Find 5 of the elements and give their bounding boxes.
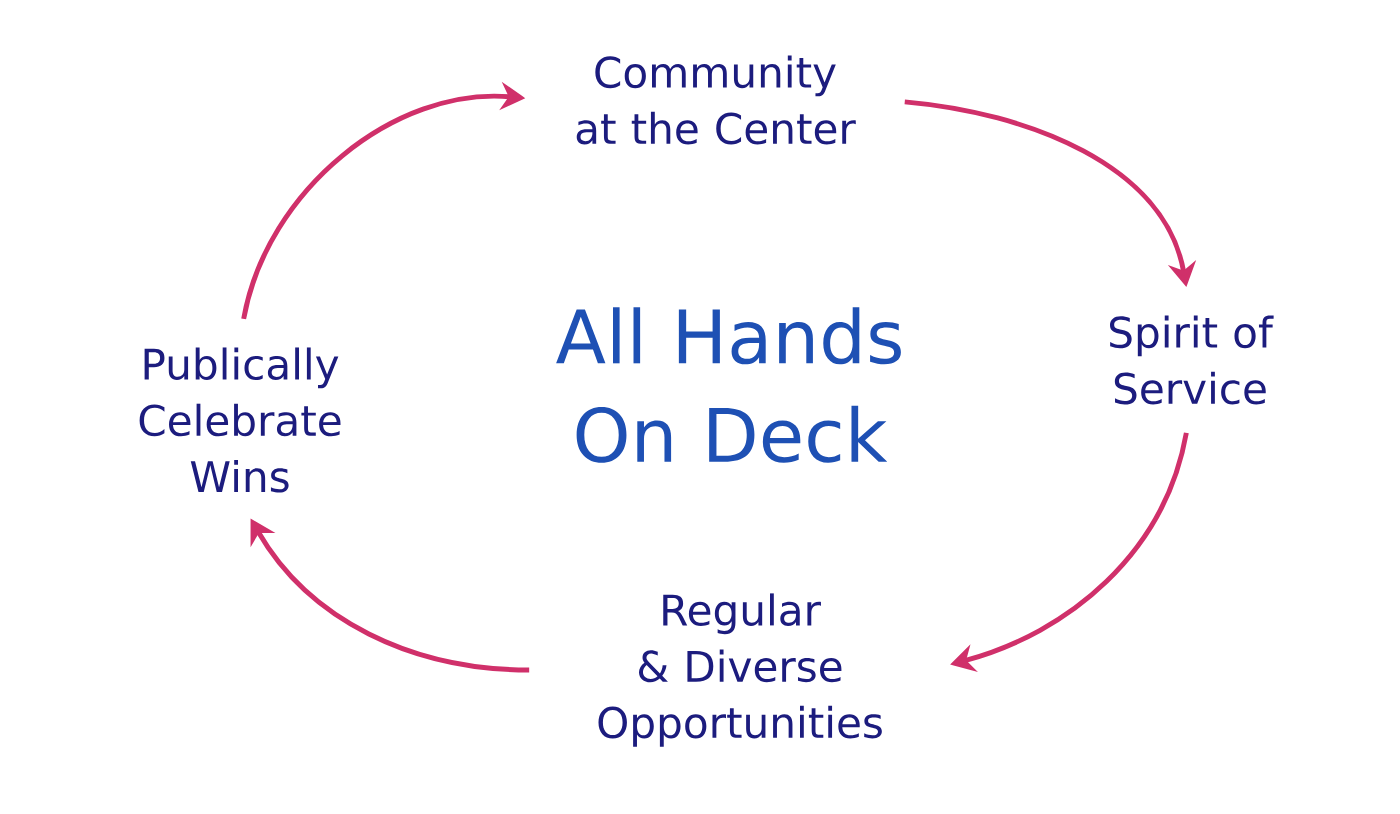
node-text: Spirit of Service <box>1110 315 1274 405</box>
node-text: Publically Celebrate Wins <box>139 347 341 493</box>
node-text: Community at the Center <box>576 55 856 145</box>
title: All Hands On Deck <box>556 307 901 463</box>
node-text: Regular & Diverse Opportunities <box>598 593 882 747</box>
